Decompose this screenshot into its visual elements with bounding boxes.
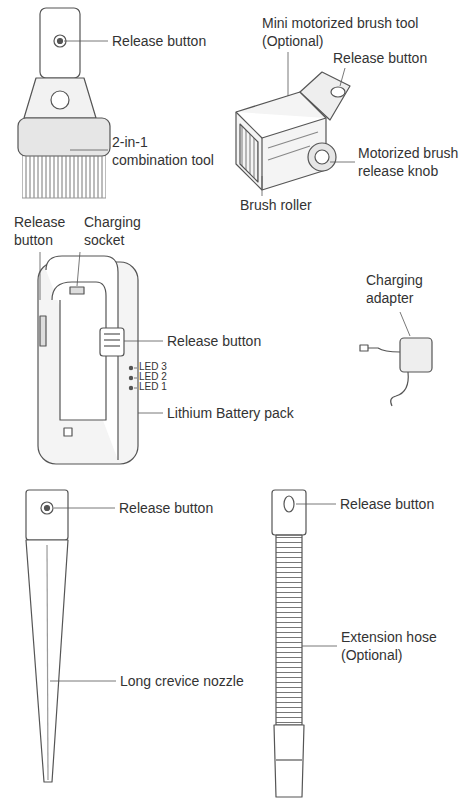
part-label: Long crevice nozzle [120,672,244,690]
part-label: Release button [340,495,434,513]
part-label: Release button [119,499,213,517]
mini-motorized-brush [236,72,350,190]
part-label: Mini motorized brush tool (Optional) [262,14,452,50]
crevice-nozzle [26,490,68,782]
led-label: LED 2 [139,371,167,382]
combination-tool [18,8,110,198]
part-label: Brush roller [240,196,312,214]
leader-lines [40,41,410,681]
charging-adapter [360,338,432,406]
part-label: Charging socket [84,213,154,249]
part-label: Release button [167,332,261,350]
part-label: Motorized brush release knob [358,144,470,180]
part-label: Lithium Battery pack [167,404,294,422]
part-label: Charging adapter [366,271,446,307]
battery-pack [38,256,138,464]
led-label: LED 1 [139,381,167,392]
part-label: Release button [112,32,206,50]
part-label: Extension hose (Optional) [341,628,466,664]
part-label: 2-in-1 combination tool [112,133,222,169]
led-label: LED 3 [139,361,167,372]
extension-hose [272,490,306,797]
part-label: Release button [14,213,76,249]
part-label: Release button [333,49,427,67]
